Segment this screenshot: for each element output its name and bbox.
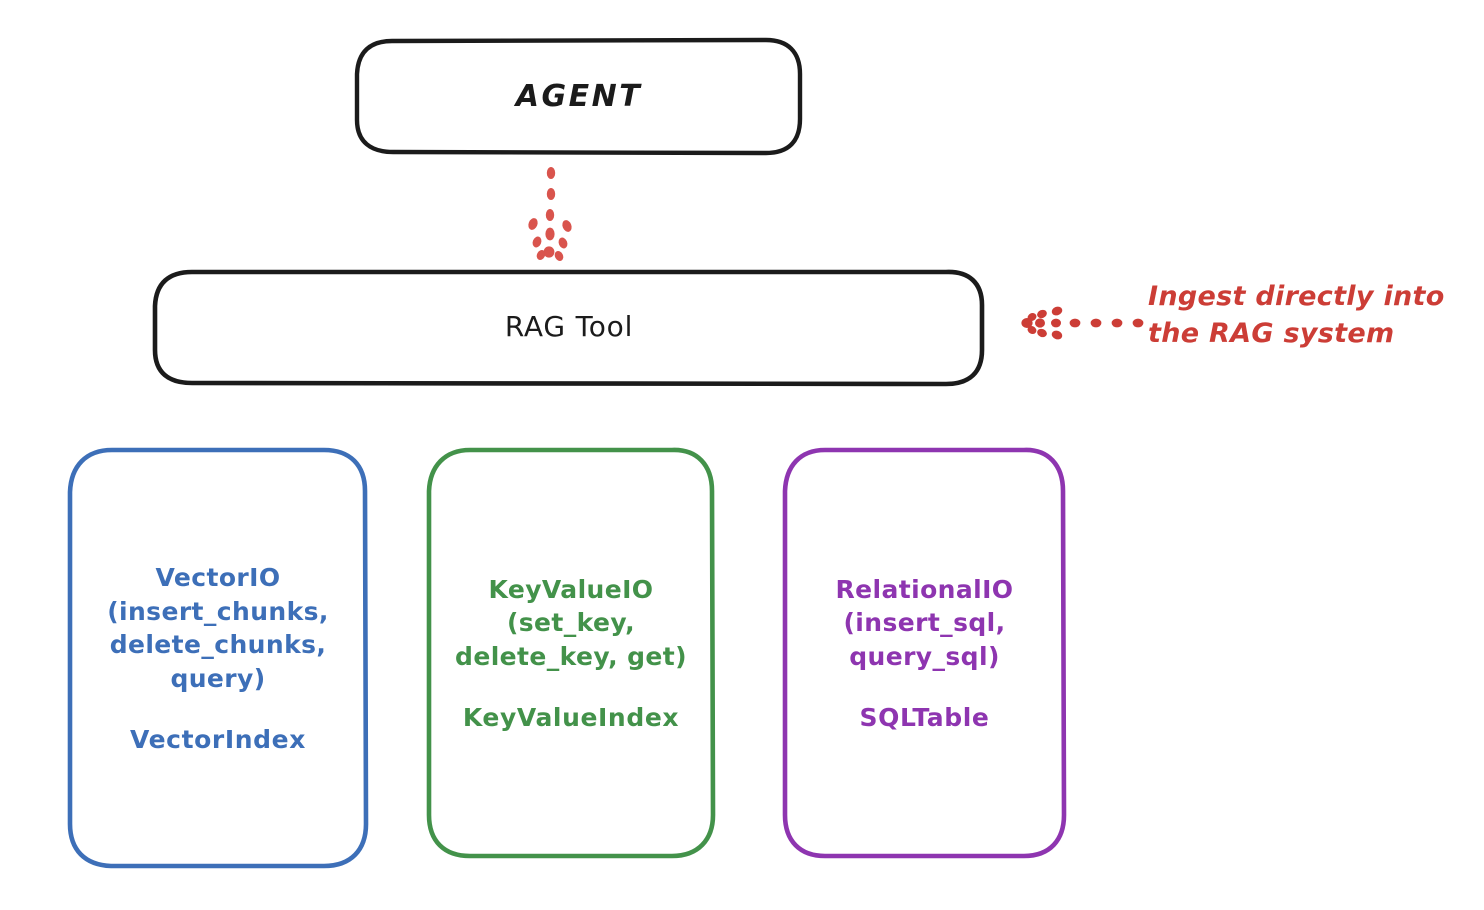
- rag-tool-node[interactable]: RAG Tool: [155, 271, 983, 384]
- agent-to-rag-arrow: [528, 167, 572, 261]
- vector-io-node[interactable]: VectorIO (insert_chunks, delete_chunks, …: [70, 449, 366, 866]
- relational-io-table-label: SQLTable: [859, 703, 990, 733]
- rag-tool-label: RAG Tool: [504, 310, 634, 344]
- key-value-io-index-label: KeyValueIndex: [462, 703, 680, 733]
- key-value-io-label: KeyValueIO (set_key, delete_key, get): [455, 574, 687, 671]
- ingest-annotation-text: Ingest directly into the RAG system: [1148, 281, 1445, 350]
- rag-tool-box-outline: [152, 269, 985, 387]
- key-value-io-node[interactable]: KeyValueIO (set_key, delete_key, get) Ke…: [429, 449, 713, 856]
- agent-label: AGENT: [515, 79, 643, 114]
- vector-io-box-outline: [67, 447, 369, 869]
- relational-io-label: RelationalIO (insert_sql, query_sql): [835, 574, 1014, 671]
- key-value-io-box-outline: [426, 447, 716, 859]
- relational-io-box-outline: [782, 447, 1067, 859]
- ingest-to-rag-arrow: [1021, 306, 1144, 340]
- relational-io-node[interactable]: RelationalIO (insert_sql, query_sql) SQL…: [785, 449, 1064, 856]
- agent-box-outline: [354, 37, 803, 156]
- vector-io-index-label: VectorIndex: [130, 725, 306, 754]
- agent-node[interactable]: AGENT: [357, 40, 801, 153]
- vector-io-label: VectorIO (insert_chunks, delete_chunks, …: [107, 563, 329, 693]
